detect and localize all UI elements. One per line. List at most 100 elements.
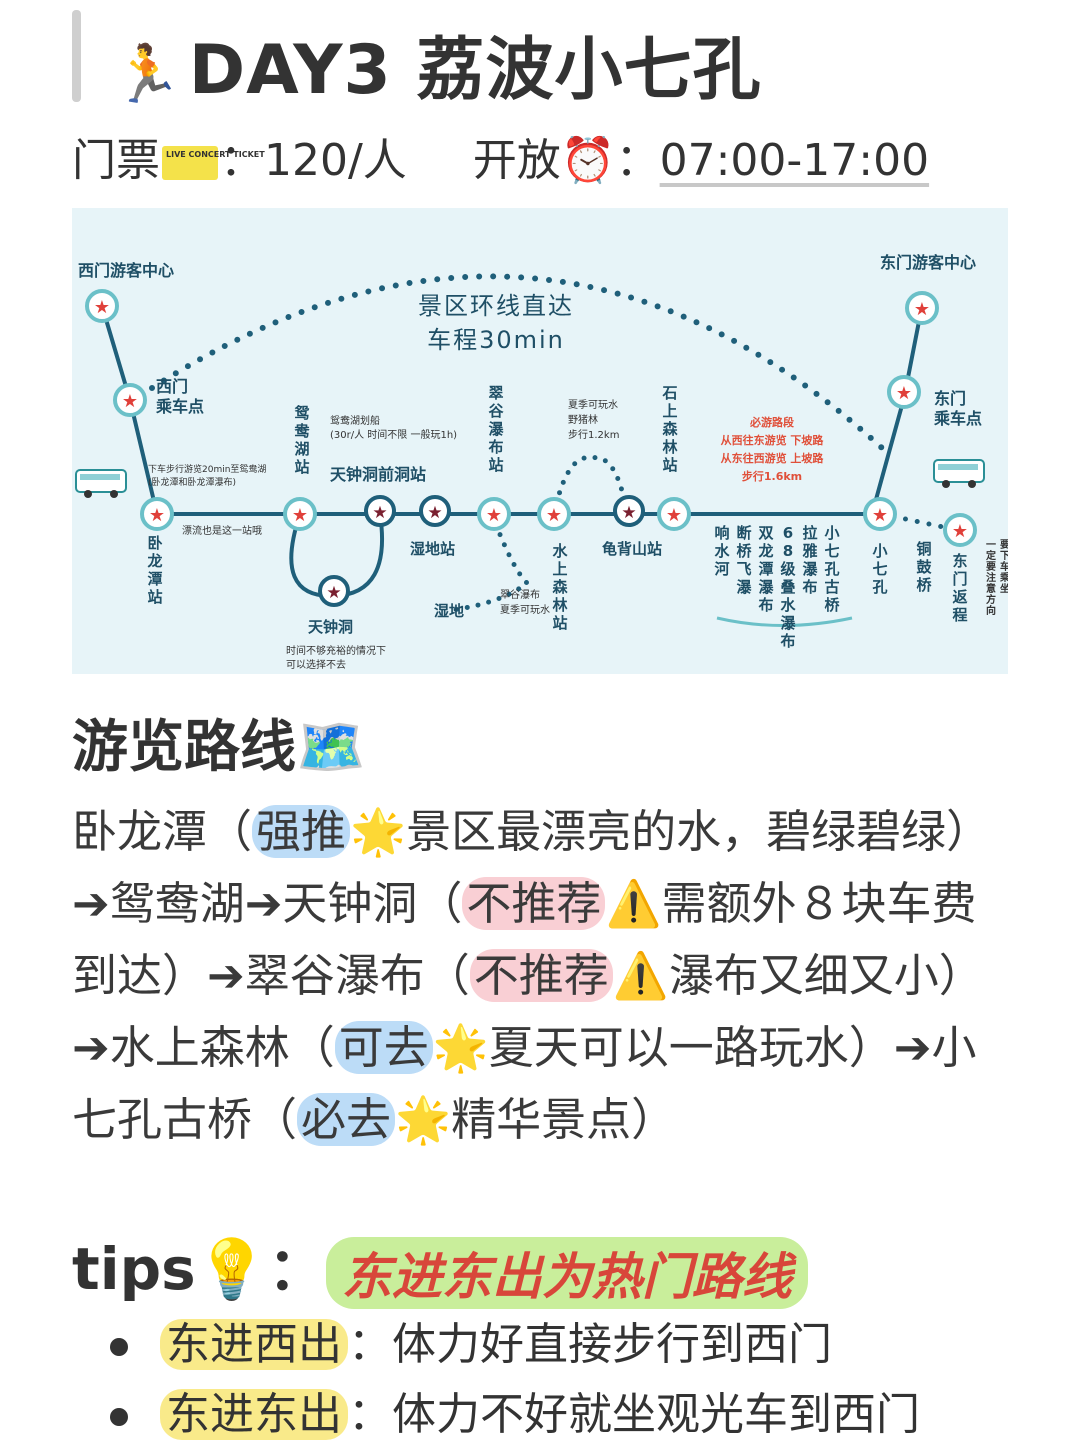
star-icon: 🌟 [432,1021,489,1074]
map-label-tonggu: 铜鼓桥 [916,540,932,594]
svg-text:★: ★ [914,299,930,320]
map-loop-line2: 车程30min [427,326,565,354]
svg-text:★: ★ [872,505,888,526]
map-label-must-spot: 小七孔古桥 [824,524,840,614]
map-label-must-spot: 响水河 [714,524,730,578]
alarm-clock-icon: ⏰ [560,135,616,186]
map-boat-note: 鸳鸯湖划船(30r/人 时间不限 一般玩1h) [330,414,457,441]
title-accent-bar [72,10,81,102]
warning-icon: ⚠️ [605,877,662,930]
map-label-west-center: 西门游客中心 [78,261,174,280]
tips-line: tips💡：东进东出为热门路线 [72,1222,808,1309]
svg-text:★: ★ [486,505,502,526]
list-item: 东进东出：体力不好就坐观光车到西门 [110,1380,920,1450]
svg-text:★: ★ [621,503,636,523]
open-label: 开放 [472,135,561,186]
map-label-shuishangsenlin: 水上森林站 [552,542,568,632]
tag-not-recommended: 不推荐 [469,949,613,1002]
station-west-center: ★ [85,289,119,323]
svg-text:★: ★ [952,521,968,542]
svg-text:★: ★ [666,505,682,526]
map-label-must-spot: 断桥飞瀑 [736,524,752,596]
svg-text:★: ★ [122,391,138,412]
map-label-guibei: 龟背山站 [602,540,662,558]
map-label-xiaoqikong: 小七孔 [872,542,887,596]
tip-tag: 东进东出 [160,1389,348,1440]
map-icon: 🗺️ [296,715,366,780]
ticket-label: 门票 [72,135,160,186]
tips-list: 东进西出：体力好直接步行到西门 东进东出：体力不好就坐观光车到西门 [110,1310,920,1450]
station-west-stop: ★ [113,383,147,417]
svg-text:★: ★ [149,505,165,526]
station-wetland: ★ [419,495,451,527]
map-label-wetland-station: 湿地站 [410,540,455,558]
tag-strongly-recommended: 强推 [252,805,351,858]
station-tianzhong-front: ★ [364,495,396,527]
map-label-wetland: 湿地 [434,602,464,620]
map-loop-line1: 景区环线直达 [418,292,574,320]
opening-hours: 07:00-17:00 [659,135,930,186]
station-east-stop: ★ [887,375,921,409]
page-title: 🏃DAY3 荔波小七孔 [112,14,762,113]
page-title-text: DAY3 荔波小七孔 [188,31,762,110]
map-label-east-return: 东门返程 [952,552,967,624]
station-east-return: ★ [943,513,977,547]
station-cuigu: ★ [477,497,511,531]
map-east-return-note: 一定要注意方向 [986,540,996,617]
svg-text:★: ★ [326,583,341,603]
station-shuishang: ★ [537,497,571,531]
lightbulb-icon: 💡 [195,1235,268,1303]
svg-text:★: ★ [546,505,562,526]
scenic-route-map: ★ ★ ★ ★ ★ ★ ★ ★ ★ ★ ★ ★ ★ ★ ★ 西门游客中心 东门游… [72,208,1008,674]
svg-text:★: ★ [427,503,442,523]
ticket-icon: LIVE CONCERT TICKET [162,146,265,180]
map-label-east-stop: 东门乘车点 [933,389,982,428]
map-label-east-center: 东门游客中心 [880,253,976,272]
station-wolongtan: ★ [140,497,174,531]
star-icon: 🌟 [350,805,407,858]
runner-icon: 🏃 [112,42,183,107]
map-must-walk-note: 必游路段从西往东游览 下坡路从东往西游览 上坡路步行1.6km [721,415,825,483]
tip-tag: 东进西出 [160,1319,348,1370]
map-cuigu-fall-note: 翠谷瀑布夏季可玩水 [500,589,550,616]
svg-text:★: ★ [372,503,387,523]
map-label-must-spot: 双龙潭瀑布 [757,524,774,614]
map-label-tianzhong-front: 天钟洞前洞站 [330,465,426,484]
warning-icon: ⚠️ [612,949,669,1002]
tag-must-go: 必去 [297,1093,396,1146]
station-yuanyanghu: ★ [283,497,317,531]
map-label-must-spot: 拉雅瀑布 [801,524,818,596]
ticket-price: ：120/人 [220,135,407,186]
map-summer-note: 夏季可玩水野猪林步行1.2km [568,399,619,441]
map-tianzhong-note: 时间不够充裕的情况下可以选择不去 [286,644,386,671]
map-label-wolongtan: 卧龙潭站 [146,534,162,606]
tips-label: tips [72,1235,196,1303]
map-west-walk-note: 下车步行游览20min至鸳鸯湖(卧龙潭和卧龙潭瀑布) [148,463,266,488]
map-flow-note: 漂流也是这一站哦 [182,524,262,537]
bus-icon [933,459,985,488]
route-description: 卧龙潭（强推🌟景区最漂亮的水，碧绿碧绿）➔鸳鸯湖➔天钟洞（不推荐⚠️需额外８块车… [72,805,992,1146]
station-guibei: ★ [613,495,645,527]
station-east-center: ★ [905,291,939,325]
map-label-tianzhong: 天钟洞 [308,618,353,636]
bus-icon [75,469,127,498]
map-label-cuigupubu: 翠谷瀑布站 [488,384,504,474]
svg-text:★: ★ [292,505,308,526]
map-east-return-note: 要下车乘坐 [999,539,1008,595]
station-shishang: ★ [657,497,691,531]
map-label-yuanyanghu: 鸳鸯湖站 [293,404,310,476]
star-icon: 🌟 [395,1093,452,1146]
map-label-west-stop: 西门乘车点 [155,377,204,416]
svg-text:★: ★ [896,383,912,404]
map-label-shishangsenlin: 石上森林站 [661,384,678,474]
tag-not-recommended: 不推荐 [462,877,606,930]
svg-text:★: ★ [94,297,110,318]
tag-optional: 可去 [334,1021,433,1074]
route-heading: 游览路线🗺️ [72,715,366,780]
station-tianzhong: ★ [318,575,350,607]
tips-highlight: 东进东出为热门路线 [325,1236,808,1309]
station-xiaoqikong: ★ [863,497,897,531]
list-item: 东进西出：体力好直接步行到西门 [110,1310,920,1380]
